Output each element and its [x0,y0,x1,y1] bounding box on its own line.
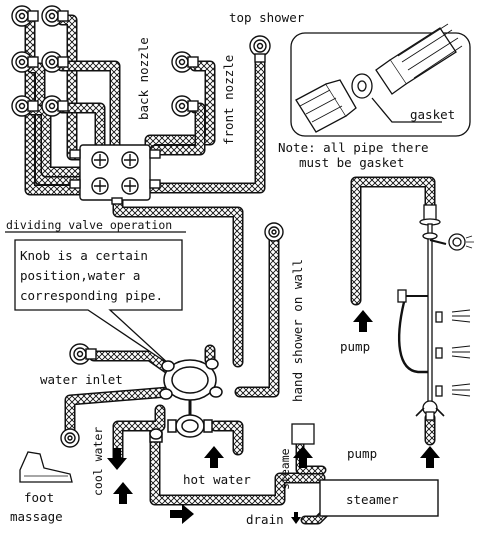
foot-label: foot [24,490,54,505]
arrow-down-icon [291,512,301,524]
foot-massage-nozzle-icon [60,428,80,448]
nozzle-icon [11,5,39,27]
gasket-label: gasket [410,107,455,122]
cool-water-label: cool water [91,427,105,496]
nozzle-icon [11,95,39,117]
massage-label: massage [10,509,63,524]
nozzle-icon [41,95,69,117]
water-inlet-label: water inlet [40,372,123,387]
back-nozzle-label: back nozzle [136,37,151,120]
foot-icon [19,451,73,483]
note-line-1: Note: all pipe there [278,140,429,155]
top-shower-label: top shower [229,10,305,25]
drain-label: drain [246,512,284,527]
knob-callout [5,231,186,366]
arrow-up-icon [113,482,133,504]
shower-head-icon [397,204,474,421]
hot-water-label: hot water [183,472,251,487]
nozzle-icon [41,51,69,73]
nozzle-icon [171,51,199,73]
arrow-up-icon [204,446,224,468]
arrow-up-icon [293,446,313,468]
gasket-fitting-icon [290,23,471,137]
arrow-up-icon [420,446,440,468]
pump-upper-label: pump [340,339,370,354]
steamer-box [319,479,439,517]
knob-text-line-2: position,water a [20,268,140,283]
pump-hose [350,176,436,446]
nozzle-icon [41,5,69,27]
top-shower-nozzle-icon [249,35,271,63]
nozzle-icon [171,95,199,117]
pump-lower-label: pump [347,446,377,461]
mixing-valve-icon [149,414,213,443]
main-feed-hose [112,194,244,368]
arrow-down-icon [107,448,127,470]
foot-massage-hose [64,386,174,436]
steamer-small-label: steame [278,448,292,490]
nozzle-icon [11,51,39,73]
front-nozzle-label: front nozzle [221,55,236,145]
note-line-2: must be gasket [299,155,404,170]
arrow-right-icon [170,504,194,524]
knob-text-line-1: Knob is a certain [20,248,148,263]
hand-shower-hose [234,234,280,398]
distribution-valve-icon [69,144,161,205]
arrow-up-icon [353,310,373,332]
steamer-label: steamer [346,492,399,507]
front-nozzle-hoses [144,60,216,156]
water-inlet-nozzle-icon [69,343,97,365]
dividing-valve-label: dividing valve operation [6,218,172,232]
knob-text-line-3: corresponding pipe. [20,288,163,303]
steamer-small-box [291,423,315,445]
water-supply-hoses [112,404,244,466]
hand-shower-on-wall-label: hand shower on wall [290,259,305,402]
top-shower-hose [144,54,266,194]
hand-shower-nozzle-icon [264,222,284,242]
dividing-valve-icon [159,358,223,416]
